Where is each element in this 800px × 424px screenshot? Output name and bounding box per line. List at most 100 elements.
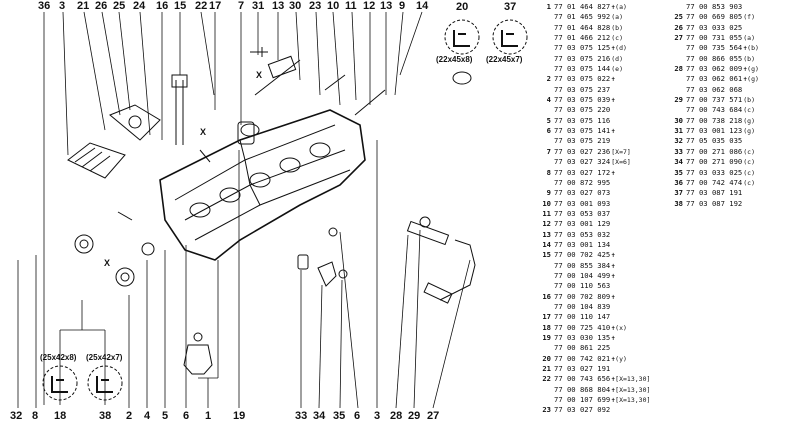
part-number: 77 03 075 237 xyxy=(554,84,611,94)
part-number: 77 00 743 656 xyxy=(554,374,611,384)
part-number: 77 00 738 218 xyxy=(686,115,743,125)
part-note: ✝ xyxy=(611,96,616,105)
parts-list-row: 77 00 866 055(b) xyxy=(669,54,800,64)
part-number: 77 03 053 037 xyxy=(554,208,611,218)
callout-12: 12 xyxy=(363,0,376,12)
part-ref-number: 36 xyxy=(674,177,683,187)
part-note: (g) xyxy=(743,127,756,136)
callout-5: 5 xyxy=(162,410,169,422)
callout-19: 19 xyxy=(233,410,246,422)
part-number: 77 03 033 025 xyxy=(686,22,743,32)
part-note: ✝ xyxy=(611,334,616,342)
callout-15: 15 xyxy=(174,0,187,12)
part-ref-number xyxy=(537,64,551,74)
part-ref-number xyxy=(537,343,551,353)
parts-list-row: 77 03 027 324[X=6] xyxy=(537,157,687,167)
part-ref-number: 27 xyxy=(674,33,683,43)
part-ref-number: 13 xyxy=(542,229,551,239)
inset-dim-18: (25x42x8) xyxy=(40,353,77,362)
part-ref-number: 29 xyxy=(674,95,683,105)
parts-list-row: 77 01 466 212(c) xyxy=(537,33,687,43)
part-ref-number xyxy=(537,43,551,53)
parts-list-row: 77 03 075 220 xyxy=(537,105,687,115)
callout-4: 4 xyxy=(144,410,151,422)
part-number: 77 01 464 828 xyxy=(554,22,611,32)
part-number: 77 03 075 125 xyxy=(554,43,611,53)
part-number: 77 03 001 093 xyxy=(554,198,611,208)
part-number: 77 03 053 032 xyxy=(554,229,611,239)
parts-list-row: 77 03 075 125✝(d) xyxy=(537,43,687,53)
part-number: 77 00 731 055 xyxy=(686,33,743,43)
part-ref-number: 35 xyxy=(674,167,683,177)
part-ref-number: 28 xyxy=(674,64,683,74)
x-mark: X xyxy=(104,258,111,268)
cylinder-head-outline xyxy=(159,109,366,261)
part-ref-number: 6 xyxy=(546,126,551,136)
callout-3: 3 xyxy=(59,0,66,12)
part-ref-number: 32 xyxy=(674,136,683,146)
part-number: 77 03 075 216 xyxy=(554,53,611,63)
inset-18 xyxy=(42,365,78,401)
part-ref-number xyxy=(537,12,551,22)
part-number: 77 00 702 425 xyxy=(554,250,611,260)
callout-2: 2 xyxy=(126,410,133,422)
part-ref-number xyxy=(537,136,551,146)
parts-list-row: 77 00 868 804✝[X=13,30] xyxy=(537,385,687,395)
part-note: (d) xyxy=(611,54,624,63)
part-note: (g) xyxy=(743,116,756,125)
callout-1: 1 xyxy=(205,410,212,422)
part-number: 77 03 087 191 xyxy=(686,188,743,198)
parts-list-row: 77 03 075 216(d) xyxy=(537,54,687,64)
part-number: 77 00 669 805 xyxy=(686,12,743,22)
callout-13a: 13 xyxy=(272,0,285,12)
parts-list-row: 77 00 872 995 xyxy=(537,178,687,188)
part-ref-number: 18 xyxy=(542,322,551,332)
part-note: ✝(g) xyxy=(743,65,759,74)
part-note: (b) xyxy=(611,23,624,32)
part-number: 77 03 075 220 xyxy=(554,105,611,115)
callout-26: 26 xyxy=(95,0,108,12)
parts-list-row: 77 00 743 684(c) xyxy=(669,105,800,115)
part-ref-number: 23 xyxy=(542,405,551,415)
part-number: 77 00 742 021 xyxy=(554,353,611,363)
part-note: ✝ xyxy=(611,261,616,270)
x-mark: X xyxy=(256,70,263,80)
part-number: 77 03 075 144 xyxy=(554,64,611,74)
parts-list-row: 77 00 735 564✝(b) xyxy=(669,43,800,53)
part-note: ✝ xyxy=(611,251,616,260)
part-ref-number: 7 xyxy=(546,146,551,156)
part-ref-number: 11 xyxy=(542,208,551,218)
part-note: ✝(g) xyxy=(743,75,759,84)
part-number: 77 03 075 039 xyxy=(554,95,611,105)
callout-32: 32 xyxy=(10,410,23,422)
part-number: 77 00 855 384 xyxy=(554,260,611,270)
part-number: 77 00 861 225 xyxy=(554,343,611,353)
part-number: 77 03 001 129 xyxy=(554,219,611,229)
part-ref-number xyxy=(537,157,551,167)
callout-36: 36 xyxy=(38,0,51,12)
part-ref-number xyxy=(669,54,683,64)
callout-13b: 13 xyxy=(380,0,393,12)
part-ref-number xyxy=(537,281,551,291)
part-number: 77 00 872 995 xyxy=(554,177,611,187)
part-number: 77 05 035 035 xyxy=(686,136,743,146)
part-number: 77 03 001 123 xyxy=(686,126,743,136)
part-number: 77 03 027 236 xyxy=(554,146,611,156)
part-number: 77 00 742 474 xyxy=(686,177,743,187)
part-number: 77 00 866 055 xyxy=(686,53,743,63)
callout-21: 21 xyxy=(77,0,90,12)
